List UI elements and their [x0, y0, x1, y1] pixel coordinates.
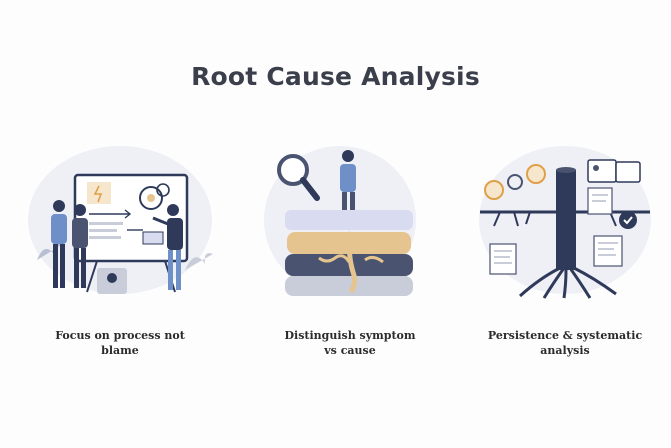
- caption-line: Distinguish symptom: [284, 329, 416, 342]
- panel-caption: Persistence & systematic analysis: [460, 328, 670, 358]
- caption-line: Focus on process not: [55, 329, 185, 342]
- caption-line: blame: [101, 344, 139, 357]
- panel-caption: Focus on process not blame: [15, 328, 225, 358]
- caption-line: vs cause: [324, 344, 376, 357]
- layers-magnifier-illustration: [264, 146, 416, 296]
- panel-persistence-systematic: Persistence & systematic analysis: [470, 140, 660, 370]
- caption-line: Persistence & systematic: [487, 329, 643, 342]
- panel-process-not-blame: Focus on process not blame: [25, 140, 215, 370]
- caption-line: analysis: [540, 344, 590, 357]
- team-whiteboard-illustration: [28, 146, 213, 294]
- tree-roots-illustration: [479, 146, 651, 299]
- panel-symptom-vs-cause: Distinguish symptom vs cause: [255, 140, 445, 370]
- page-title: Root Cause Analysis: [191, 62, 480, 91]
- panel-caption: Distinguish symptom vs cause: [245, 328, 455, 358]
